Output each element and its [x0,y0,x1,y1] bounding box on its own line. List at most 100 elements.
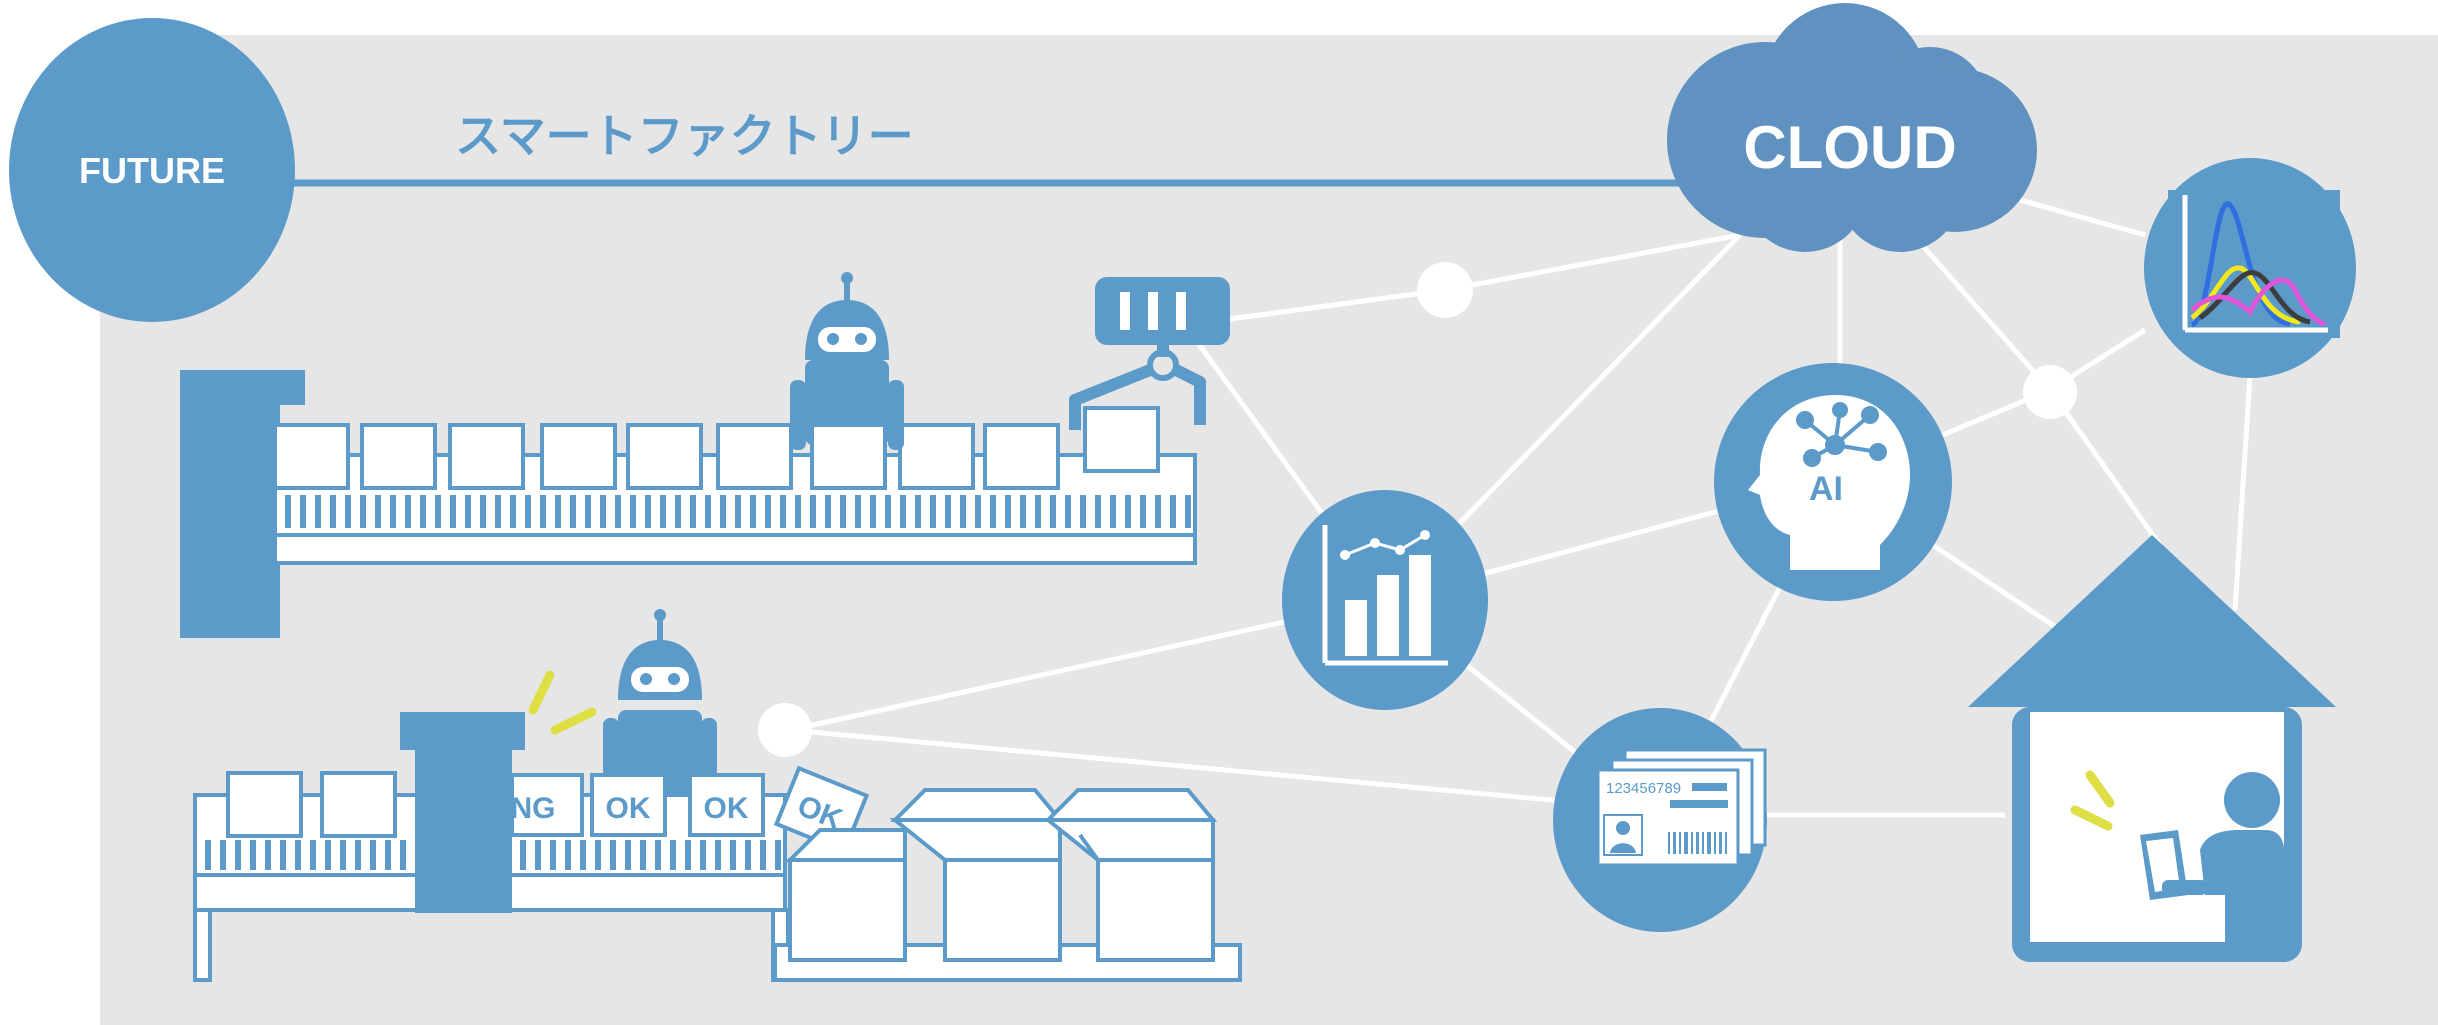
conveyor-roller [330,495,336,528]
network-node [2023,365,2077,419]
conveyor-roller [610,840,616,870]
id-card-node: 123456789 [1553,708,1767,932]
conveyor-roller [465,495,471,528]
ok-label: OK [704,792,749,825]
conveyor-roller [780,495,786,528]
conveyor-roller [345,495,351,528]
conveyor-roller [565,840,571,870]
conveyor-roller [310,840,316,870]
conveyor-roller [675,495,681,528]
conveyor-roller [930,495,936,528]
upper-rollers [285,495,1191,528]
conveyor-roller [700,840,706,870]
conveyor-roller [660,495,666,528]
conveyor-roller [915,495,921,528]
id-number: 123456789 [1606,780,1681,797]
bar-chart-icon [1322,525,1448,666]
ok-box: OK [590,773,667,837]
alert-marks [2070,770,2115,831]
conveyor-roller [1185,495,1191,528]
conveyor-roller [795,495,801,528]
conveyor-roller [525,495,531,528]
distribution-chart-icon [2182,195,2328,333]
conveyor-roller [235,840,241,870]
conveyor-roller [390,495,396,528]
conveyor-roller [370,840,376,870]
conveyor-roller [250,840,256,870]
conveyor-roller [1050,495,1056,528]
ok-box: OK [688,773,765,837]
conveyor-roller [855,495,861,528]
conveyor-roller [265,840,271,870]
conveyor-roller [1080,495,1086,528]
conveyor-roller [870,495,876,528]
conveyor-roller [1065,495,1071,528]
conveyor-roller [1035,495,1041,528]
smart-factory-title: スマートファクトリー [455,110,914,162]
conveyor-roller [325,840,331,870]
upper-boxes [273,423,1060,490]
conveyor-roller [385,840,391,870]
conveyor-roller [975,495,981,528]
conveyor-roller [355,840,361,870]
conveyor-roller [990,495,996,528]
conveyor-roller [600,495,606,528]
conveyor-roller [450,495,456,528]
conveyor-roller [615,495,621,528]
conveyor-roller [1140,495,1146,528]
cloud-icon [1667,3,2037,252]
conveyor-roller [960,495,966,528]
conveyor-roller [595,840,601,870]
conveyor-roller [840,495,846,528]
conveyor-roller [630,495,636,528]
conveyor-roller [420,495,426,528]
conveyor-roller [1005,495,1011,528]
conveyor-roller [580,840,586,870]
ok-label: OK [606,792,651,825]
distribution-chart-node [2144,158,2356,378]
conveyor-roller [570,495,576,528]
conveyor-roller [480,495,486,528]
conveyor-roller [730,840,736,870]
network-nodes [758,262,2077,757]
conveyor-roller [295,840,301,870]
conveyor-roller [625,840,631,870]
conveyor-roller [520,840,526,870]
ng-label: NG [511,792,556,825]
conveyor-roller [285,495,291,528]
ai-head-icon: AI [1748,395,1910,570]
conveyor-roller [750,495,756,528]
conveyor-roller [535,840,541,870]
conveyor-roller [280,840,286,870]
conveyor-roller [405,495,411,528]
conveyor-roller [690,495,696,528]
upper-conveyor [180,272,1230,638]
ai-node: AI [1714,363,1952,601]
conveyor-roller [735,495,741,528]
conveyor-roller [765,495,771,528]
conveyor-roller [340,840,346,870]
ng-box: NG [510,773,584,837]
conveyor-roller [540,495,546,528]
conveyor-roller [645,495,651,528]
conveyor-roller [1095,495,1101,528]
conveyor-roller [900,495,906,528]
conveyor-roller [220,840,226,870]
ai-label: AI [1809,470,1843,508]
shipping-crates [785,788,1218,962]
conveyor-roller [715,840,721,870]
robot-icon [790,272,904,490]
network-node [1417,262,1473,318]
conveyor-roller [400,840,406,870]
conveyor-roller [550,840,556,870]
conveyor-roller [885,495,891,528]
conveyor-roller [810,495,816,528]
conveyor-roller [300,495,306,528]
conveyor-roller [1125,495,1131,528]
conveyor-roller [375,495,381,528]
conveyor-roller [555,495,561,528]
house-icon [1968,535,2336,962]
conveyor-roller [585,495,591,528]
lower-conveyor: NG OK OK OK [193,609,1242,982]
